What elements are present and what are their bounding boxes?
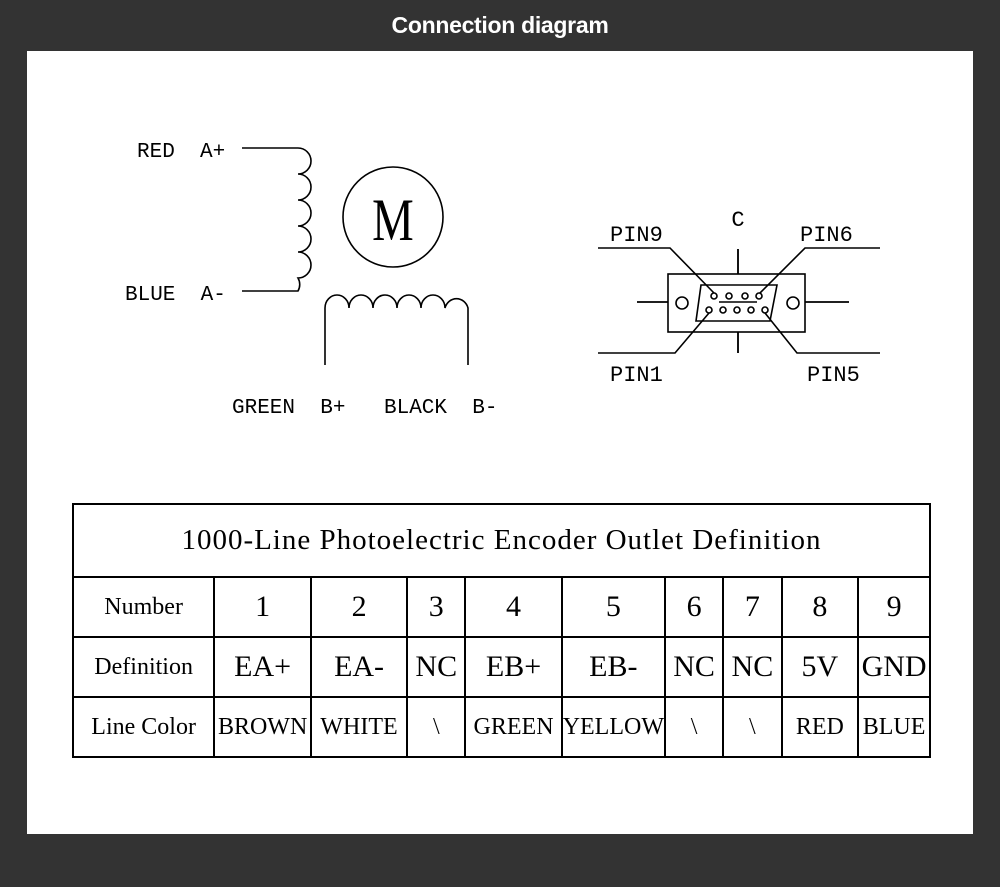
definition-cell: NC	[406, 636, 467, 698]
definition-cell: EB+	[464, 636, 563, 698]
connector-center-label: C	[731, 208, 744, 233]
pin-number-cell: 5	[560, 576, 666, 638]
definition-cell: NC	[722, 636, 783, 698]
definition-cell: 5V	[780, 636, 860, 698]
label-pin5: PIN5	[807, 363, 860, 388]
line-color-cell: GREEN	[464, 696, 563, 758]
row-header-definition: Definition	[71, 636, 216, 698]
pin-number-cell: 6	[663, 576, 725, 638]
table-row-line-color: Line Color BROWN WHITE \ GREEN YELLOW \ …	[71, 696, 931, 758]
pin-number-cell: 7	[722, 576, 783, 638]
encoder-pinout-table: 1000-Line Photoelectric Encoder Outlet D…	[71, 503, 931, 758]
pin-number-cell: 8	[780, 576, 860, 638]
label-blue-a-minus: BLUE A-	[125, 284, 226, 307]
db9-connector	[598, 247, 880, 354]
line-color-cell: YELLOW	[560, 696, 666, 758]
line-color-cell: \	[663, 696, 725, 758]
pin-number-cell: 4	[464, 576, 563, 638]
definition-cell: GND	[857, 636, 931, 698]
label-pin6: PIN6	[800, 223, 853, 248]
motor-circle	[342, 166, 444, 268]
line-color-cell: BROWN	[213, 696, 312, 758]
row-header-line-color: Line Color	[71, 696, 216, 758]
header-bar: Connection diagram	[0, 0, 1000, 50]
definition-cell: EA+	[213, 636, 312, 698]
page-title: Connection diagram	[391, 11, 609, 38]
definition-cell: EB-	[560, 636, 666, 698]
coil-b	[324, 294, 469, 365]
label-red-a-plus: RED A+	[137, 141, 225, 164]
line-color-cell: WHITE	[309, 696, 409, 758]
table-row-definition: Definition EA+ EA- NC EB+ EB- NC NC 5V G…	[71, 636, 931, 698]
coil-a	[242, 147, 312, 292]
label-pin1: PIN1	[610, 363, 663, 388]
motor-symbol: M	[372, 186, 414, 253]
pin-number-cell: 1	[213, 576, 312, 638]
label-black-b-minus: BLACK B-	[384, 397, 497, 420]
row-header-number: Number	[71, 576, 216, 638]
definition-cell: EA-	[309, 636, 409, 698]
pin-number-cell: 3	[406, 576, 467, 638]
pin-number-cell: 2	[309, 576, 409, 638]
label-green-b-plus: GREEN B+	[232, 397, 345, 420]
line-color-cell: \	[722, 696, 783, 758]
definition-cell: NC	[663, 636, 725, 698]
line-color-cell: RED	[780, 696, 860, 758]
diagram-panel: M RED A+ BLUE A- GREEN B+ BLACK B-	[27, 51, 973, 834]
line-color-cell: \	[406, 696, 467, 758]
table-row-number: Number 1 2 3 4 5 6 7 8 9	[71, 576, 931, 638]
wiring-diagram: M RED A+ BLUE A- GREEN B+ BLACK B-	[125, 141, 880, 420]
table-title: 1000-Line Photoelectric Encoder Outlet D…	[72, 503, 931, 578]
line-color-cell: BLUE	[857, 696, 931, 758]
pin-number-cell: 9	[857, 576, 931, 638]
label-pin9: PIN9	[610, 223, 663, 248]
